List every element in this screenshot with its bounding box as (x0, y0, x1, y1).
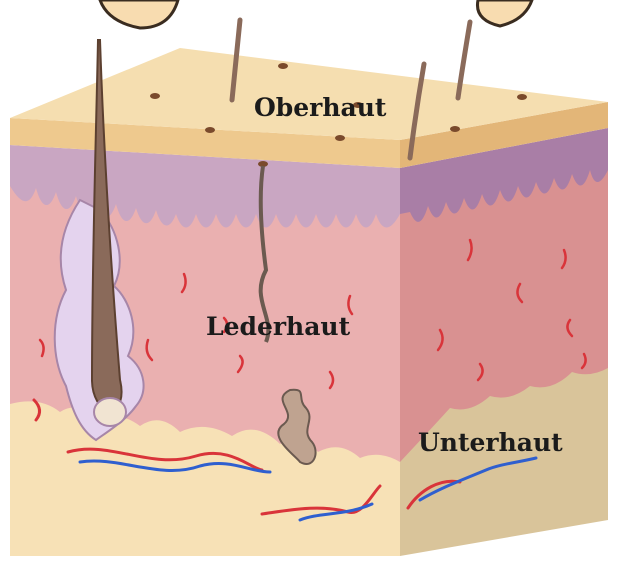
label-lederhaut: Lederhaut (206, 314, 350, 339)
finger-icon-right (477, 0, 532, 26)
finger-icon-left (100, 0, 178, 28)
label-oberhaut: Oberhaut (254, 95, 386, 120)
label-unterhaut: Unterhaut (418, 430, 563, 455)
